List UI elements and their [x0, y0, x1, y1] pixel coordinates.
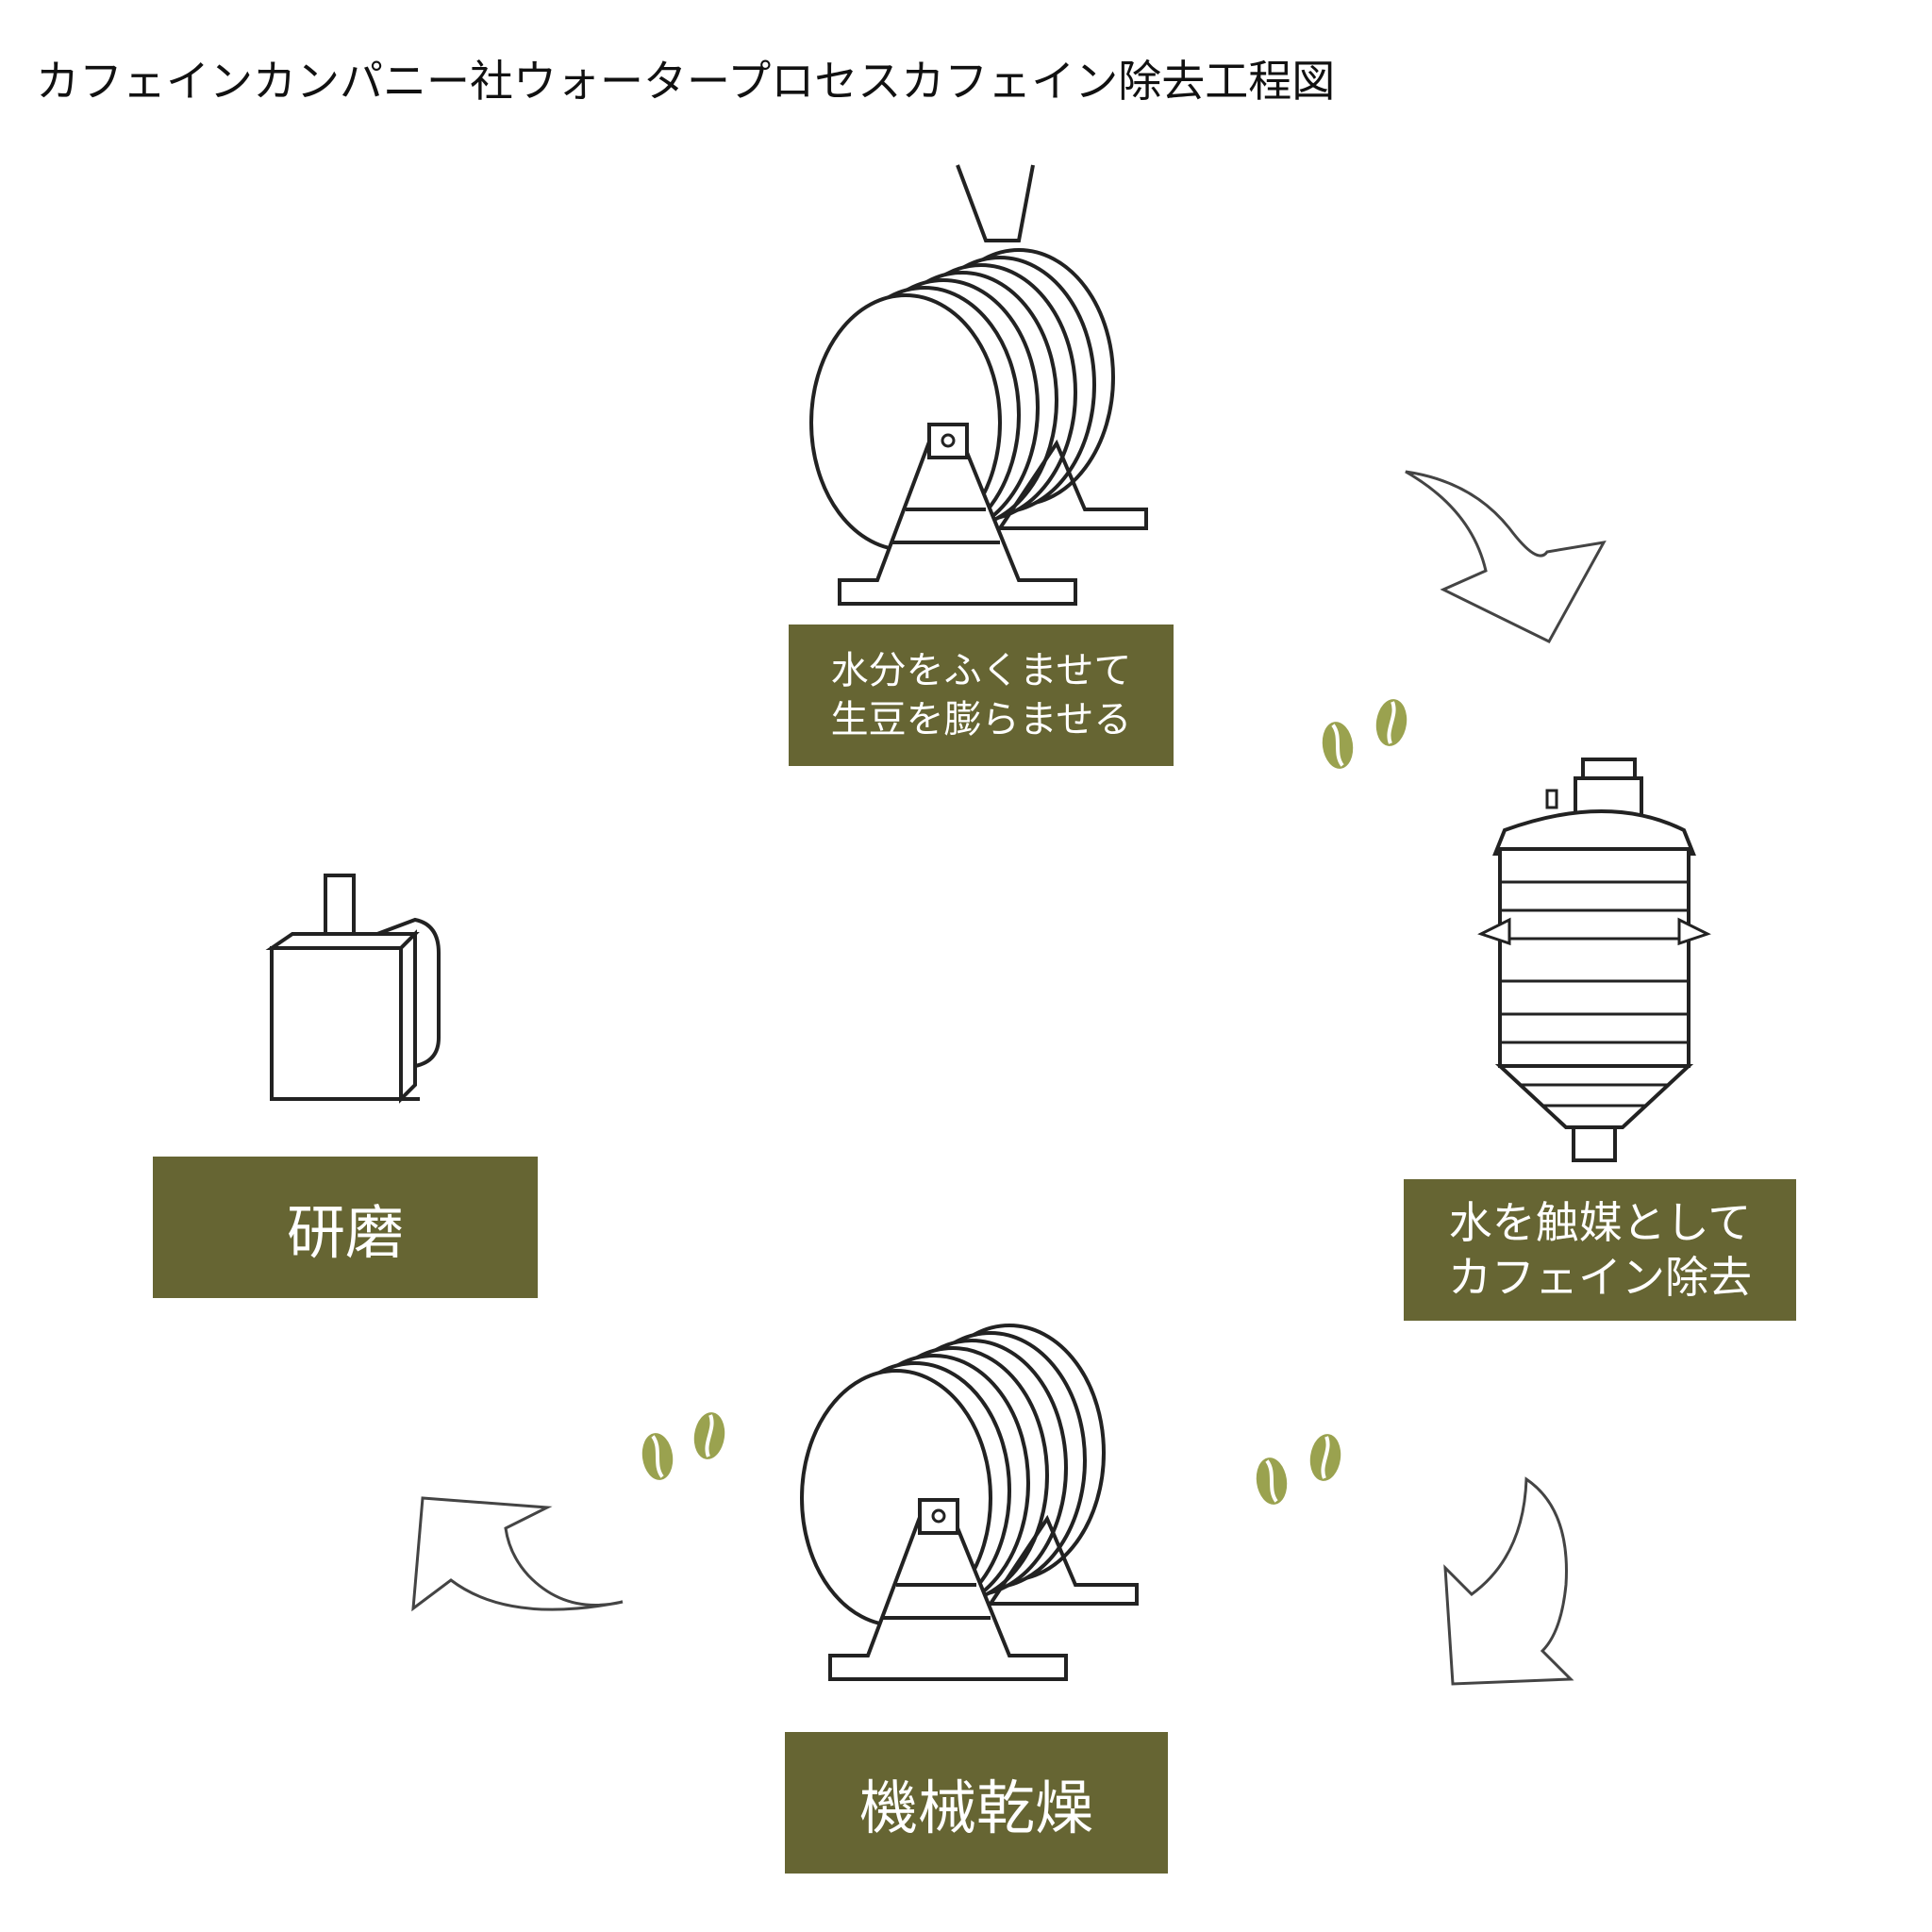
coffee-bean-icon [1251, 1454, 1292, 1508]
step-label-dry: 機械乾燥 [785, 1732, 1168, 1874]
step-label-decaf: 水を触媒として カフェイン除去 [1404, 1179, 1796, 1321]
curved-arrow-icon [1443, 1476, 1574, 1686]
coffee-bean-icon [689, 1408, 730, 1463]
rotary-drum-icon [809, 248, 1148, 606]
step-label-polish: 研磨 [153, 1157, 538, 1298]
step-label-polish-text: 研磨 [286, 1198, 404, 1267]
coffee-bean-icon [1317, 718, 1358, 773]
extraction-tank-icon [1477, 758, 1711, 1162]
step-label-soak: 水分をふくませて 生豆を膨らませる [789, 625, 1174, 766]
step-label-soak-line1: 水分をふくませて [830, 649, 1132, 692]
coffee-bean-icon [1305, 1430, 1346, 1485]
coffee-bean-icon [637, 1429, 678, 1484]
step-label-decaf-line1: 水を触媒として [1448, 1197, 1752, 1248]
curved-arrow-icon [411, 1496, 624, 1612]
page-title: カフェインカンパニー社ウォータープロセスカフェイン除去工程図 [36, 56, 1336, 107]
rotary-drum-icon [800, 1324, 1139, 1681]
step-label-dry-text: 機械乾燥 [858, 1774, 1093, 1842]
step-label-decaf-line2: カフェイン除去 [1448, 1252, 1752, 1303]
curved-arrow-icon [1405, 470, 1607, 643]
hopper-icon [956, 164, 1035, 242]
polishing-machine-icon [265, 874, 441, 1104]
coffee-bean-icon [1371, 695, 1412, 750]
step-label-soak-line2: 生豆を膨らませる [830, 698, 1132, 741]
